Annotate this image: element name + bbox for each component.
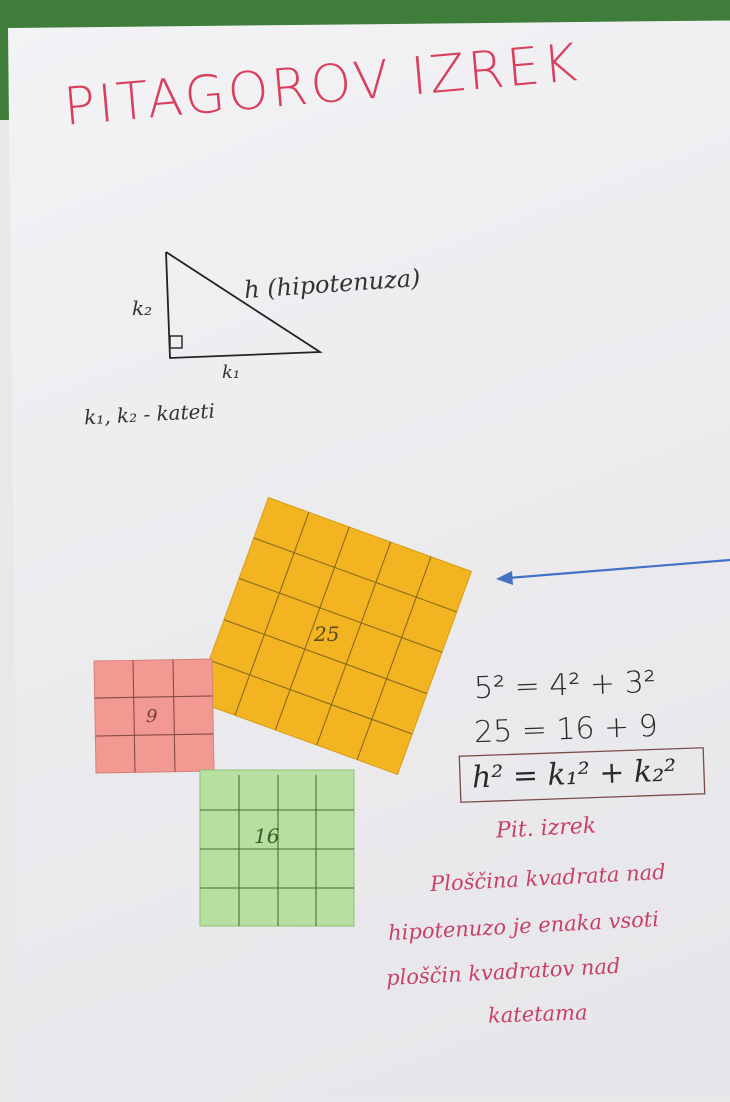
square-large-number: 25 bbox=[314, 622, 340, 646]
square-medium-green bbox=[199, 769, 355, 927]
square-small-number: 9 bbox=[146, 706, 158, 727]
square-medium-number: 16 bbox=[254, 824, 280, 848]
pointer-arrow bbox=[496, 558, 730, 585]
square-medium-grid bbox=[200, 775, 354, 926]
equation-line-2: 25 = 16 + 9 bbox=[473, 708, 659, 751]
formula-box bbox=[458, 747, 706, 803]
statement-line-4: katetama bbox=[487, 1000, 588, 1028]
square-large-yellow bbox=[193, 496, 473, 776]
equation-line-3: h² = k₁² + k₂² bbox=[471, 753, 677, 796]
leg-k1-label: k₁ bbox=[222, 362, 241, 383]
leg-k2-label: k₂ bbox=[132, 296, 153, 320]
equation-line-1: 5² = 4² + 3² bbox=[473, 664, 657, 707]
right-angle-mark bbox=[169, 335, 183, 349]
square-large-grid bbox=[209, 512, 457, 760]
square-small-grid bbox=[94, 659, 214, 773]
square-small-pink bbox=[93, 658, 215, 774]
right-triangle bbox=[165, 251, 323, 359]
statement-heading: Pit. izrek bbox=[495, 813, 597, 844]
